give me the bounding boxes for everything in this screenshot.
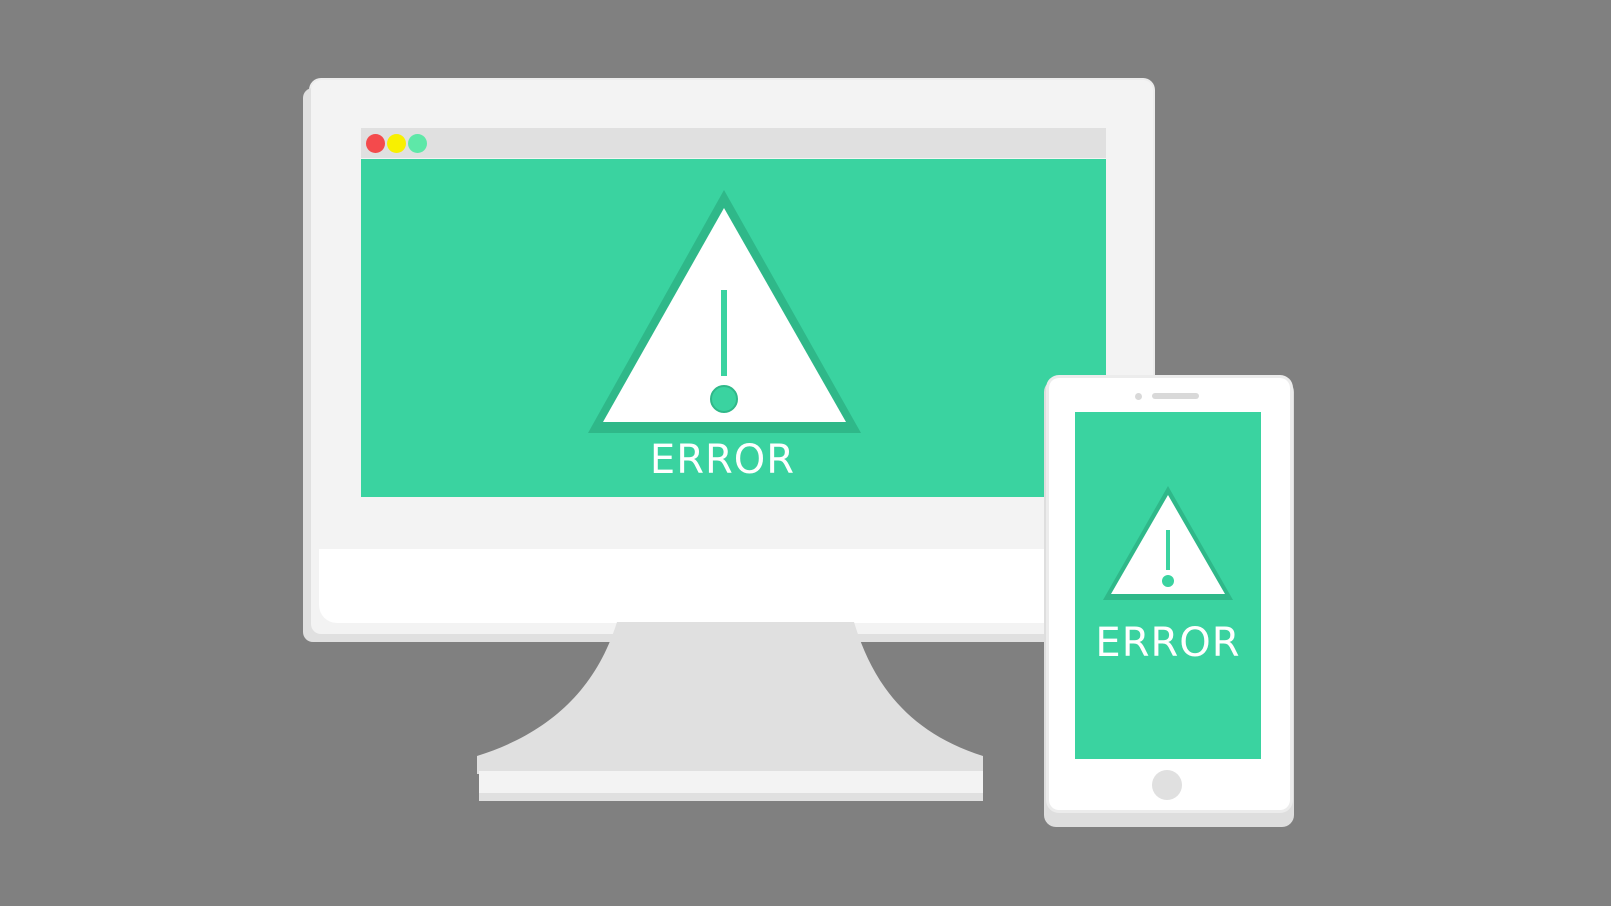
monitor-chin <box>319 549 1145 623</box>
phone-home-button[interactable] <box>1152 770 1182 800</box>
phone-speaker <box>1152 393 1199 399</box>
browser-title-bar <box>361 128 1106 158</box>
minimize-window-button[interactable] <box>387 134 406 153</box>
maximize-window-button[interactable] <box>408 134 427 153</box>
phone-error-label: ERROR <box>1095 620 1241 666</box>
close-window-button[interactable] <box>366 134 385 153</box>
error-label: ERROR <box>649 437 796 483</box>
phone-warning-triangle-icon <box>1103 486 1233 600</box>
monitor-stand <box>477 622 983 774</box>
phone-camera <box>1135 393 1142 400</box>
monitor-stand-base <box>479 771 983 801</box>
warning-triangle-icon <box>588 190 861 433</box>
